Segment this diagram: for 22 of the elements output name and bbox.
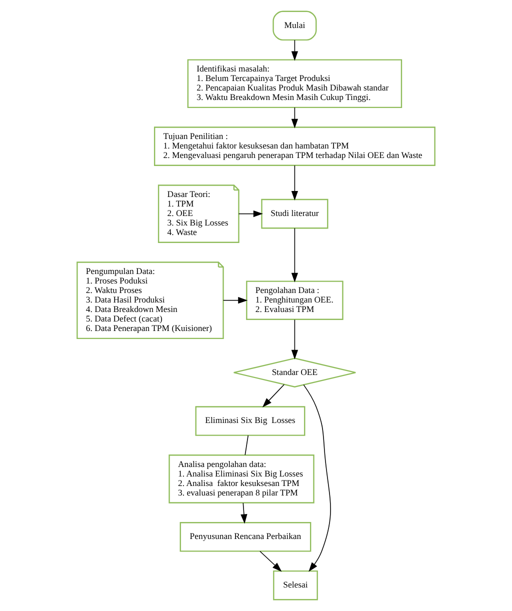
node-box: Studi literatur bbox=[261, 198, 328, 229]
node-box: Pengolahan Data : 1. Penghitungan OEE. 2. Evaluasi TPM bbox=[246, 280, 344, 320]
node-box: Eliminasi Six Big Losses bbox=[195, 406, 306, 436]
node-diamond: Standar OEE bbox=[233, 358, 356, 388]
arrow bbox=[291, 165, 298, 201]
arrow bbox=[260, 550, 282, 572]
node-box: Selesai bbox=[273, 570, 318, 600]
arrow bbox=[291, 319, 298, 360]
arrow bbox=[240, 502, 248, 524]
arrow bbox=[262, 384, 285, 408]
connector bbox=[244, 435, 249, 456]
node-box: Analisa pengolahan data: 1. Analisa Eliminasi Six Big Losses 2. Analisa faktor kesuksesan TPM 3. evaluasi penerapan 8 pilar TPM bbox=[168, 454, 314, 504]
arrow bbox=[222, 297, 248, 304]
node-box: Tujuan Penilitian : 1. Mengetahui faktor kesuksesan dan hambatan TPM 2. Mengevaluasi pengaruh penerapan TPM terhadap Nilai OEE dan Waste bbox=[154, 126, 436, 166]
arrow bbox=[238, 210, 263, 218]
arrow bbox=[291, 228, 298, 282]
node-box: Penyusunan Rencana Perbaikan bbox=[180, 522, 312, 552]
node-box: Identifikasi masalah: 1. Belum Tercapainya Target Produksi 2. Pencapaian Kualitas Produk Masih Dibawah standar 3. Waktu Breakdown Mesin Masih Cukup Tinggi. bbox=[187, 59, 402, 108]
arrow bbox=[291, 107, 298, 128]
arrow bbox=[291, 40, 298, 61]
node-box: Mulai bbox=[272, 10, 317, 41]
arrow bbox=[303, 384, 331, 572]
